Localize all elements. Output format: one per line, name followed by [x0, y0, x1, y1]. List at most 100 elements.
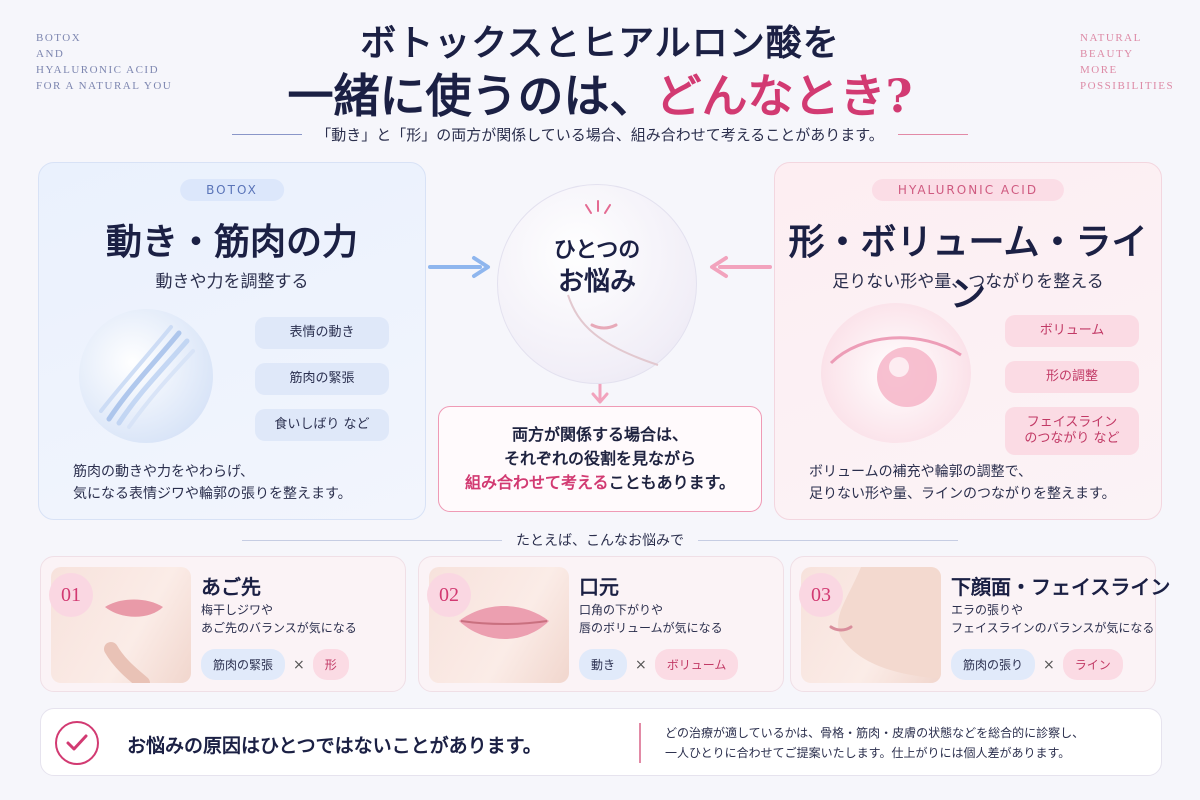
corner-line: NATURAL: [1080, 32, 1142, 44]
desc-line: ボリュームの補充や輪郭の調整で、: [809, 464, 1033, 480]
title-main: 一緒に使うのは、: [287, 69, 656, 123]
case-number: 02: [427, 573, 471, 617]
divider-line: [897, 134, 968, 135]
botox-factor-tag: 筋肉の緊張: [201, 649, 286, 680]
desc-line: 筋肉の動きや力をやわらげ、: [73, 464, 255, 480]
center-line1: ひとつの: [553, 237, 641, 263]
chip-clenching: 食いしばり など: [255, 409, 389, 441]
examples-heading: たとえば、こんなお悩みで: [516, 533, 684, 549]
hyaluronic-description: ボリュームの補充や輪郭の調整で、 足りない形や量、ラインのつながりを整えます。: [809, 461, 1149, 505]
times-icon: ×: [1043, 656, 1055, 673]
disclaimer-line: どの治療が適しているかは、骨格・筋肉・皮膚の状態などを総合的に診察し、: [665, 726, 1085, 740]
arrow-right-icon: [428, 256, 490, 278]
note-tail: こともあります。: [608, 473, 735, 492]
chip-line: のつながり など: [1024, 431, 1120, 446]
footer-message: お悩みの原因はひとつではないことがあります。: [127, 735, 542, 757]
corner-line: POSSIBILITIES: [1080, 80, 1175, 92]
hyaluronic-factor-tag: ライン: [1062, 649, 1123, 680]
page-title-line2: 一緒に使うのは、どんなとき?: [0, 60, 1200, 126]
chip-line: フェイスライン: [1026, 415, 1118, 430]
chip-volume: ボリューム: [1005, 315, 1139, 347]
chip-face-line: フェイスライン のつながり など: [1005, 407, 1139, 455]
botox-factor-tag: 筋肉の張り: [951, 649, 1036, 680]
volume-gel-illustration: [821, 303, 971, 443]
times-icon: ×: [635, 656, 647, 673]
page-title-line1: ボトックスとヒアルロン酸を: [360, 22, 840, 64]
case-card-chin: 01 あご先 梅干しジワや あご先のバランスが気になる 筋肉の緊張 × 形: [40, 556, 406, 692]
case-title: 口元: [579, 575, 619, 599]
case-desc-line: エラの張りや: [951, 603, 1024, 617]
center-line2: お悩み: [557, 267, 636, 297]
chip-muscle-tension: 筋肉の緊張: [255, 363, 389, 395]
botox-chip-list: 表情の動き 筋肉の緊張 食いしばり など: [255, 317, 389, 441]
hyaluronic-subheading: 足りない形や量、つながりを整える: [832, 272, 1104, 292]
times-icon: ×: [293, 656, 305, 673]
disclaimer-line: 一人ひとりに合わせてご提案いたします。仕上がりには個人差があります。: [665, 746, 1071, 760]
botox-tag: BOTOX: [180, 179, 284, 201]
center-concern-circle: ひとつの お悩み: [497, 184, 697, 384]
sparkle-icon: [585, 200, 611, 214]
botox-panel: BOTOX 動き・筋肉の力 動きや力を調整する 表情の動き 筋肉の緊張 食いしば…: [38, 162, 426, 520]
combination-note-box: 両方が関係する場合は、 それぞれの役割を見ながら 組み合わせて考えることもありま…: [438, 406, 762, 512]
case-tags: 筋肉の緊張 × 形: [201, 649, 349, 680]
chip-shape: 形の調整: [1005, 361, 1139, 393]
hyaluronic-panel: HYALURONIC ACID 形・ボリューム・ライン 足りない形や量、つながり…: [774, 162, 1162, 520]
botox-description: 筋肉の動きや力をやわらげ、 気になる表情ジワや輪郭の張りを整えます。: [73, 461, 413, 505]
divider-line: [232, 134, 303, 135]
case-desc-line: あご先のバランスが気になる: [201, 621, 357, 635]
corner-text-right: NATURAL BEAUTY MORE POSSIBILITIES: [1080, 30, 1174, 94]
case-desc-line: フェイスラインのバランスが気になる: [951, 621, 1155, 635]
arrow-left-icon: [710, 256, 772, 278]
case-description: 口角の下がりや 唇のボリュームが気になる: [579, 601, 723, 637]
corner-line: FOR A NATURAL YOU: [36, 80, 173, 92]
chip-expression: 表情の動き: [255, 317, 389, 349]
case-title: 下顔面・フェイスライン: [951, 575, 1171, 599]
case-tags: 動き × ボリューム: [579, 649, 739, 680]
case-card-faceline: 03 下顔面・フェイスライン エラの張りや フェイスラインのバランスが気になる …: [790, 556, 1170, 692]
case-description: エラの張りや フェイスラインのバランスが気になる: [951, 601, 1154, 637]
case-title: あご先: [201, 575, 261, 599]
examples-divider: たとえば、こんなお悩みで: [0, 530, 1200, 550]
hyaluronic-heading: 形・ボリューム・ライン: [788, 221, 1148, 315]
case-desc-line: 唇のボリュームが気になる: [579, 621, 723, 635]
subtitle-row: 「動き」と「形」の両方が関係している場合、組み合わせて考えることがあります。: [0, 124, 1200, 145]
hyaluronic-factor-tag: ボリューム: [654, 649, 739, 680]
case-desc-line: 口角の下がりや: [579, 603, 664, 617]
arrow-down-icon: [591, 382, 609, 404]
page-subtitle: 「動き」と「形」の両方が関係している場合、組み合わせて考えることがあります。: [316, 126, 884, 144]
case-tags: 筋肉の張り × ライン: [951, 649, 1123, 680]
note-accent: 組み合わせて考える: [465, 473, 609, 492]
note-line: 両方が関係する場合は、: [511, 425, 688, 444]
footer-disclaimer: どの治療が適しているかは、骨格・筋肉・皮膚の状態などを総合的に診察し、 一人ひと…: [665, 723, 1084, 763]
corner-text-left: BOTOX AND HYALURONIC ACID FOR A NATURAL …: [36, 30, 172, 94]
corner-line: AND: [36, 48, 65, 60]
divider-line: [242, 539, 502, 541]
hyaluronic-tag: HYALURONIC ACID: [871, 179, 1065, 201]
case-desc-line: 梅干しジワや: [201, 603, 274, 617]
divider-line: [698, 539, 958, 541]
check-icon: [55, 721, 99, 765]
face-profile-icon: [567, 294, 659, 366]
hyaluronic-chip-list: ボリューム 形の調整 フェイスライン のつながり など: [1005, 315, 1139, 455]
desc-line: 気になる表情ジワや輪郭の張りを整えます。: [73, 486, 352, 502]
corner-line: BEAUTY: [1080, 48, 1134, 60]
desc-line: 足りない形や量、ラインのつながりを整えます。: [809, 486, 1116, 502]
note-line: それぞれの役割を見ながら: [503, 449, 696, 468]
muscle-fiber-illustration: [79, 309, 213, 443]
corner-line: MORE: [1080, 64, 1118, 76]
botox-heading: 動き・筋肉の力: [105, 221, 358, 263]
case-description: 梅干しジワや あご先のバランスが気になる: [201, 601, 357, 637]
case-number: 01: [49, 573, 93, 617]
title-accent: どんなとき?: [655, 69, 913, 123]
case-number: 03: [799, 573, 843, 617]
botox-factor-tag: 動き: [579, 649, 628, 680]
footer-divider: [639, 723, 641, 763]
corner-line: HYALURONIC ACID: [36, 64, 160, 76]
footer-note-bar: お悩みの原因はひとつではないことがあります。 どの治療が適しているかは、骨格・筋…: [40, 708, 1162, 776]
case-card-mouth: 02 口元 口角の下がりや 唇のボリュームが気になる 動き × ボリューム: [418, 556, 784, 692]
corner-line: BOTOX: [36, 32, 82, 44]
note-line: 組み合わせて考えることもあります。: [439, 471, 761, 495]
center-label: ひとつの お悩み: [498, 235, 696, 299]
botox-subheading: 動きや力を調整する: [155, 272, 309, 292]
hyaluronic-factor-tag: 形: [312, 649, 349, 680]
